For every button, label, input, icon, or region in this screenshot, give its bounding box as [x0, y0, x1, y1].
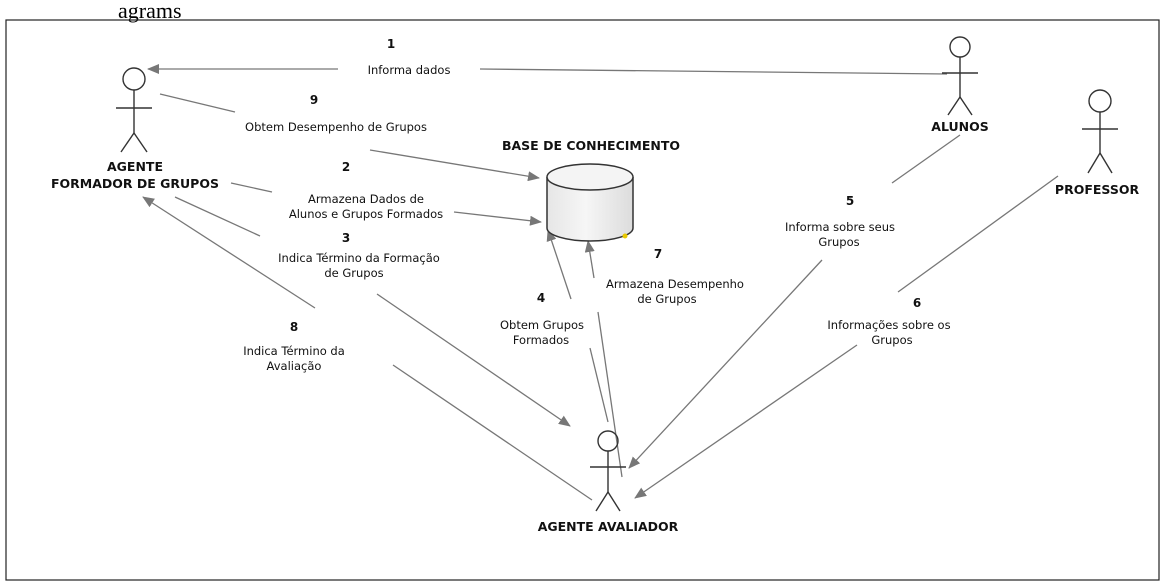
edge-5-b [628, 259, 823, 469]
knowledge-base-cylinder [546, 163, 634, 242]
edge-6-b [634, 344, 858, 499]
edge-9-a [159, 93, 236, 113]
actor-formador-icon [116, 67, 152, 153]
edge-7-a [597, 311, 623, 478]
step-4-label-line1: Obtem Grupos [500, 318, 584, 332]
step-5-number: 5 [846, 194, 854, 208]
actor-alunos-icon [942, 36, 978, 116]
actor-avaliador-label: AGENTE AVALIADOR [538, 519, 679, 534]
step-3-label-line1: Indica Término da Formação [278, 251, 440, 265]
step-3-label-line2: de Grupos [324, 266, 383, 280]
step-5-label-line1: Informa sobre seus [785, 220, 895, 234]
edge-3-a [174, 196, 261, 237]
actor-alunos-label: ALUNOS [931, 119, 988, 134]
actor-professor-label: PROFESSOR [1055, 182, 1140, 197]
edge-2-a [230, 182, 273, 193]
step-6-label-line2: Grupos [871, 333, 912, 347]
edge-3-b [376, 293, 571, 427]
header-fragment: agrams [118, 0, 182, 23]
step-7-number: 7 [654, 247, 662, 261]
edge-5-a [891, 134, 961, 184]
step-9-label: Obtem Desempenho de Grupos [245, 120, 427, 134]
actor-avaliador-icon [590, 430, 626, 512]
edge-9-b [369, 149, 540, 182]
step-5-label-line2: Grupos [818, 235, 859, 249]
edge-1-right [479, 68, 948, 75]
step-2-label-line2: Alunos e Grupos Formados [289, 207, 443, 221]
step-1-label: Informa dados [368, 63, 451, 77]
step-6-label-line1: Informações sobre os [827, 318, 950, 332]
step-7-label-line2: de Grupos [637, 292, 696, 306]
step-7-label-line1: Armazena Desempenho [606, 277, 744, 291]
actor-professor-icon [1082, 89, 1118, 174]
edge-7-b [584, 240, 595, 279]
edge-4-a [589, 347, 609, 423]
step-6-number: 6 [913, 296, 921, 310]
step-8-label-line2: Avaliação [267, 359, 322, 373]
step-4-label-line2: Formados [513, 333, 569, 347]
step-1-number: 1 [387, 37, 395, 51]
highlight-dot [622, 233, 628, 239]
edges [142, 64, 1059, 501]
diagram-frame [5, 19, 1160, 581]
step-4-number: 4 [537, 291, 545, 305]
step-9-number: 9 [310, 93, 318, 107]
edge-8-b [392, 364, 593, 501]
edge-8-a [142, 196, 316, 309]
step-2-number: 2 [342, 160, 350, 174]
actor-formador-label-line2: FORMADOR DE GRUPOS [51, 176, 219, 191]
step-3-number: 3 [342, 231, 350, 245]
edge-6-a [897, 175, 1059, 293]
step-8-label-line1: Indica Término da [243, 344, 345, 358]
knowledge-base-title: BASE DE CONHECIMENTO [502, 138, 680, 153]
edge-2-b [453, 211, 542, 226]
step-2-label-line1: Armazena Dados de [308, 192, 424, 206]
actor-formador-label-line1: AGENTE [107, 159, 163, 174]
edge-4-b [546, 229, 572, 300]
step-8-number: 8 [290, 320, 298, 334]
